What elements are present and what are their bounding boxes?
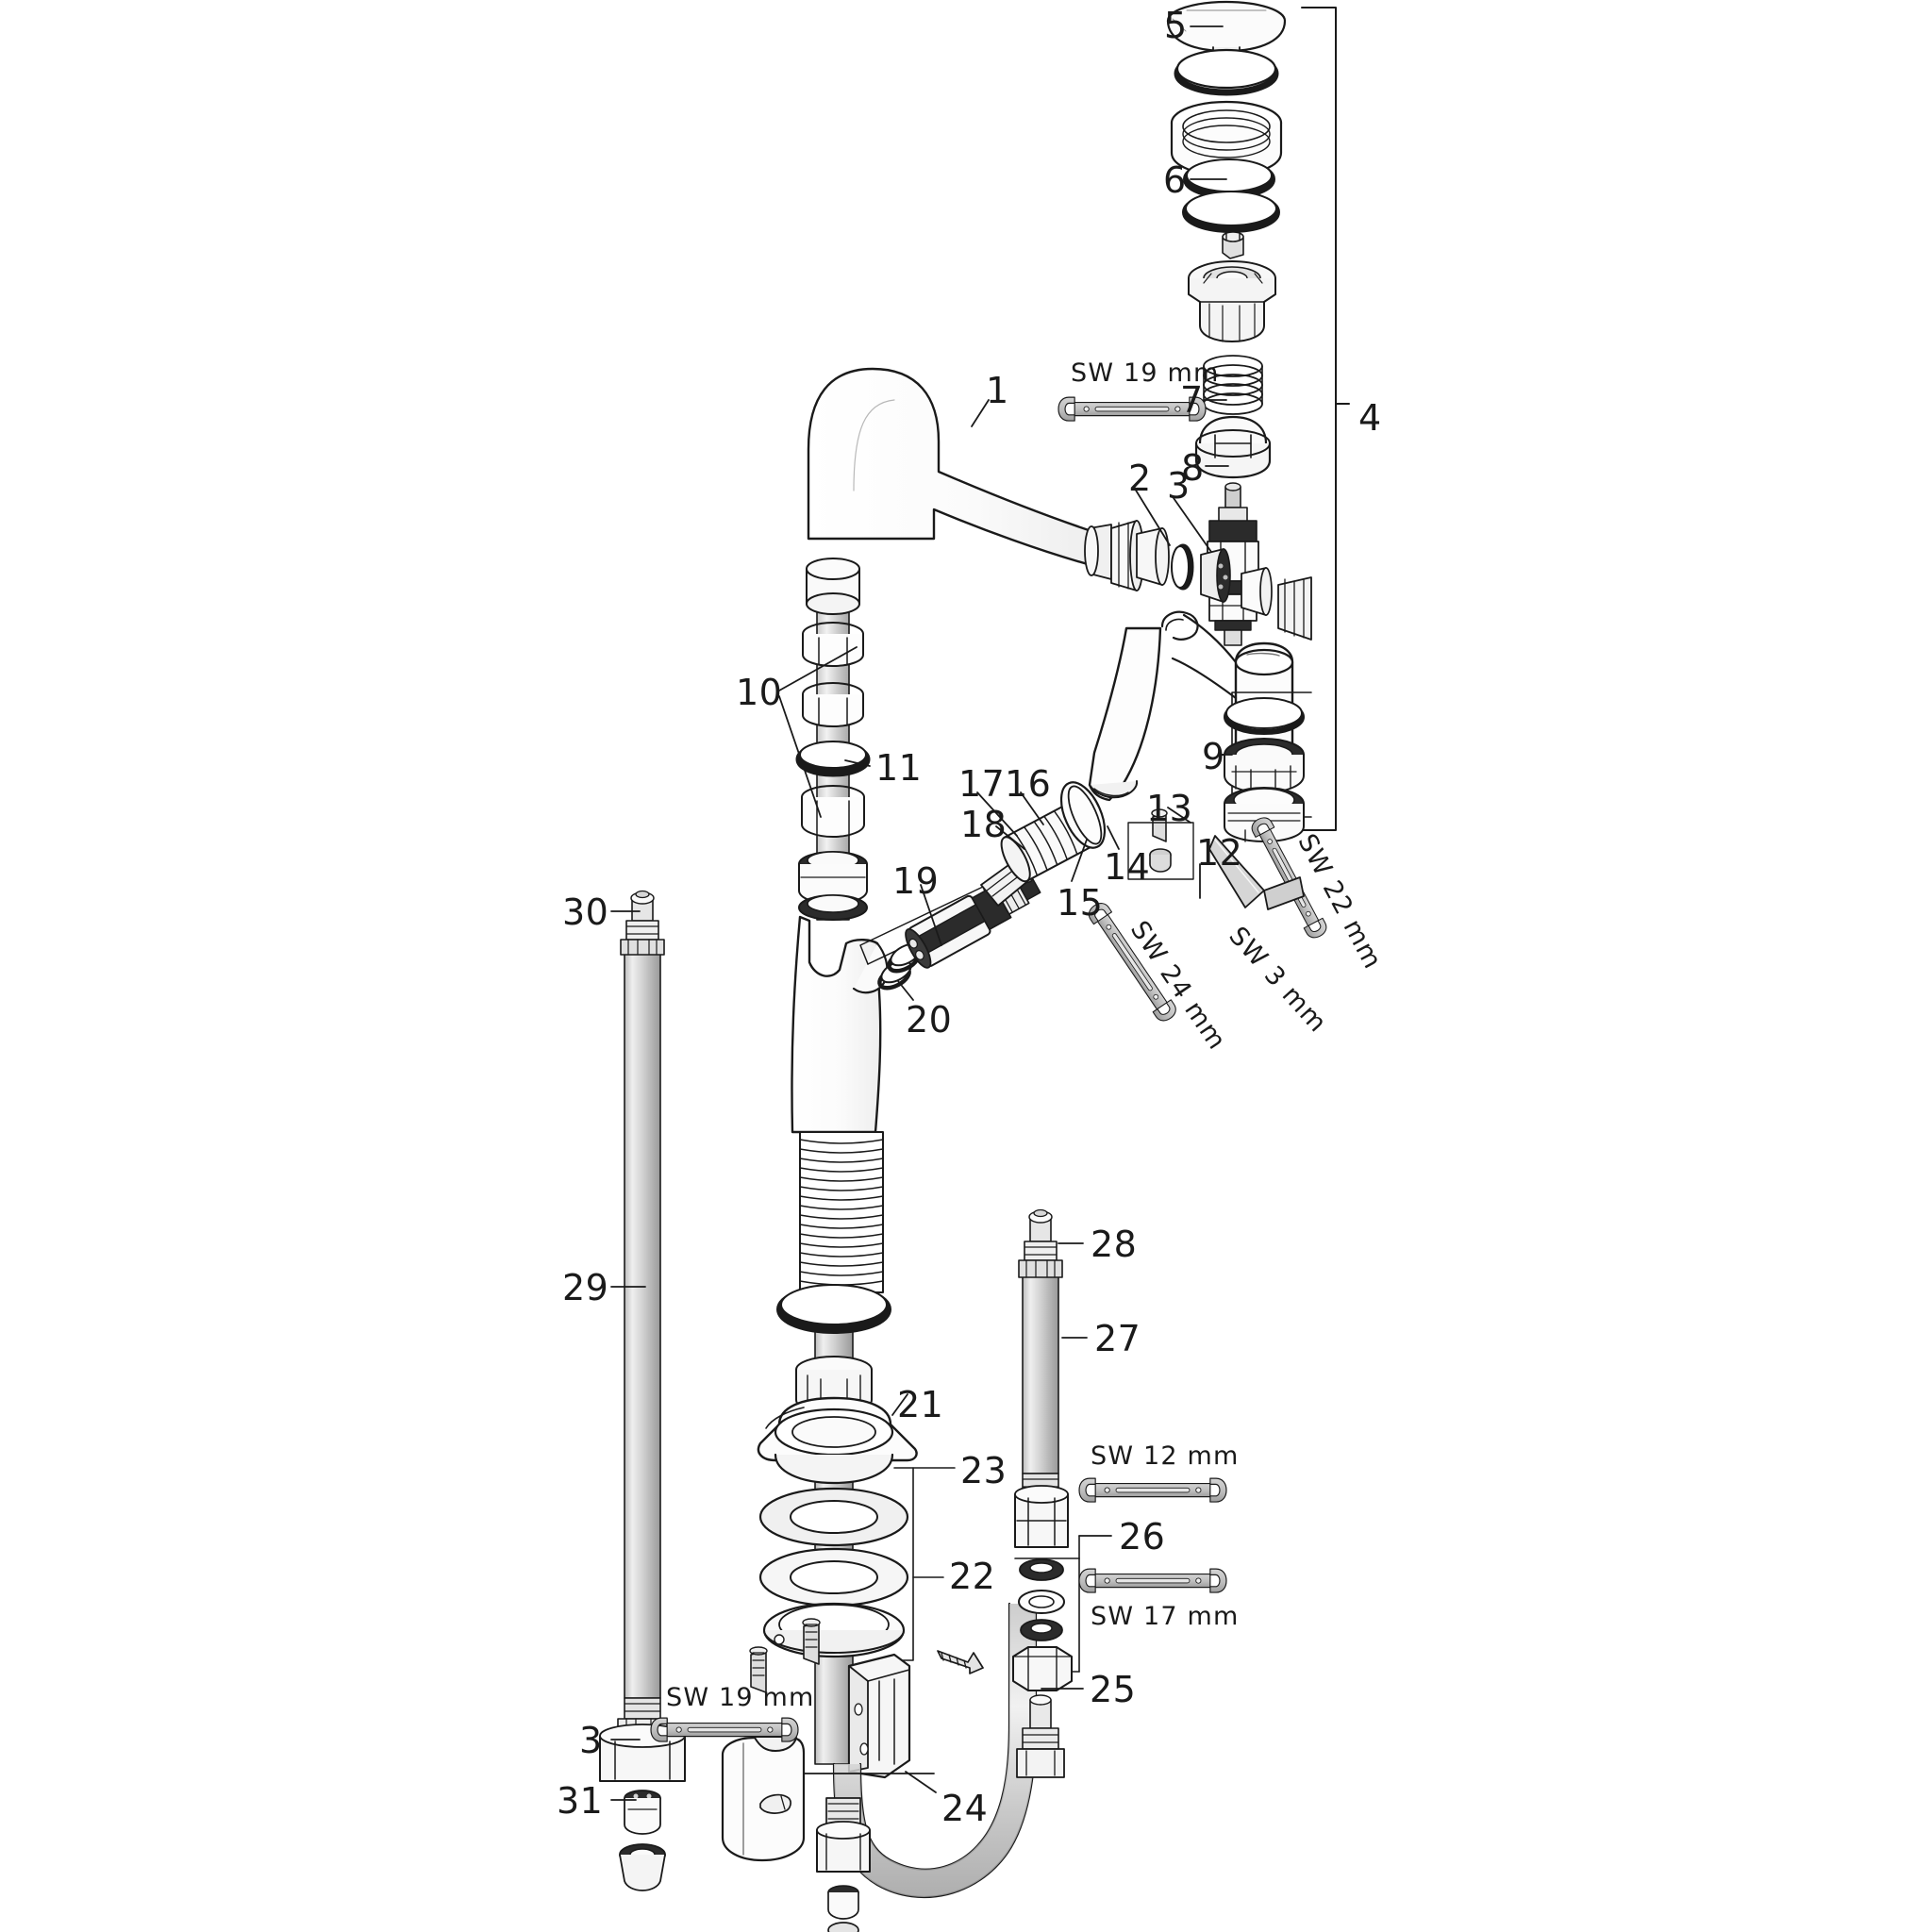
callout-7: 7 <box>1180 379 1204 421</box>
tool-label-sw19-top: SW 19 mm <box>1071 358 1220 388</box>
bellows-spring <box>1203 355 1263 415</box>
callout-31: 31 <box>557 1780 604 1822</box>
callout-14: 14 <box>1104 846 1151 888</box>
callout-22: 22 <box>949 1556 996 1597</box>
callout-10: 10 <box>736 672 783 713</box>
part-13-bushings <box>1127 808 1194 880</box>
part-30-connector <box>620 890 665 956</box>
callout-8: 8 <box>1181 447 1205 489</box>
wrench-sw12 <box>1078 1477 1227 1503</box>
callout-15: 15 <box>1057 882 1104 924</box>
part-21-mounting-plate <box>757 1396 918 1485</box>
callout-25: 25 <box>1090 1669 1137 1710</box>
c-clip <box>1160 610 1199 641</box>
callout-11: 11 <box>875 747 923 789</box>
part-31-filter-seal <box>619 1843 666 1891</box>
callout-12: 12 <box>1196 832 1243 874</box>
part-3-lower-insert <box>624 1790 661 1835</box>
callout-26: 26 <box>1119 1516 1166 1557</box>
callout-19: 19 <box>892 860 940 902</box>
group-bracket-4 <box>1301 7 1350 831</box>
callout-28: 28 <box>1091 1224 1138 1265</box>
callout-13: 13 <box>1146 788 1193 829</box>
part-27-supply-hose-right <box>1014 1208 1069 1548</box>
part-11-oring <box>795 741 871 777</box>
cartridge-housing <box>1188 260 1276 342</box>
callout-24: 24 <box>941 1788 989 1829</box>
oring-upper <box>1174 48 1279 96</box>
part-15-18-coupling <box>1000 781 1107 883</box>
group-26-seal-nut <box>1012 1557 1080 1691</box>
part-16-ring <box>1059 781 1107 849</box>
tool-label-sw17: SW 17 mm <box>1091 1602 1240 1631</box>
part-28-connector <box>1018 1208 1063 1278</box>
fixing-studs <box>749 1618 821 1693</box>
body-oring <box>776 1284 891 1334</box>
allen-key-sw3 <box>1208 835 1305 910</box>
spout-connector <box>1084 520 1312 641</box>
callout-3-lower: 3 <box>579 1720 603 1761</box>
wrench-sw17 <box>1078 1568 1227 1593</box>
tool-label-sw12: SW 12 mm <box>1091 1441 1240 1471</box>
hose-weight <box>721 1736 806 1862</box>
callout-21: 21 <box>897 1384 944 1425</box>
part-29-supply-hose-left <box>599 890 686 1782</box>
hose-nut-sw12 <box>1014 1473 1069 1548</box>
hose-25-top-fitting <box>1016 1694 1065 1778</box>
leader-lines <box>610 25 1233 1801</box>
part-23-22-washers <box>758 1467 956 1661</box>
part-14-cone-sleeve <box>1088 626 1162 802</box>
part-6-orings <box>1182 158 1280 233</box>
callout-17: 17 <box>958 763 1006 805</box>
callout-1: 1 <box>986 370 1009 411</box>
callout-18: 18 <box>960 804 1008 845</box>
part-5-cap <box>1166 0 1287 63</box>
callout-16: 16 <box>1005 763 1052 805</box>
callout-9: 9 <box>1202 736 1225 777</box>
part-7-cap-nut <box>1194 415 1272 479</box>
callout-3: 3 <box>1167 465 1191 507</box>
callout-2: 2 <box>1128 458 1152 499</box>
callout-20: 20 <box>906 999 953 1041</box>
tool-label-sw19-bottom: SW 19 mm <box>666 1683 815 1712</box>
callout-27: 27 <box>1094 1318 1141 1359</box>
callout-23: 23 <box>960 1450 1008 1491</box>
part-24-clamp <box>847 1650 984 1779</box>
callout-4: 4 <box>1358 397 1382 439</box>
callout-6: 6 <box>1163 159 1187 201</box>
callout-30: 30 <box>562 891 609 933</box>
callout-29: 29 <box>562 1267 609 1308</box>
threaded-ring <box>1170 100 1283 177</box>
callout-5: 5 <box>1164 5 1188 46</box>
small-screw <box>1222 231 1244 259</box>
hose-end-fitting <box>816 1797 871 1932</box>
lower-collar <box>798 851 868 921</box>
part-1-spout <box>807 367 1096 568</box>
